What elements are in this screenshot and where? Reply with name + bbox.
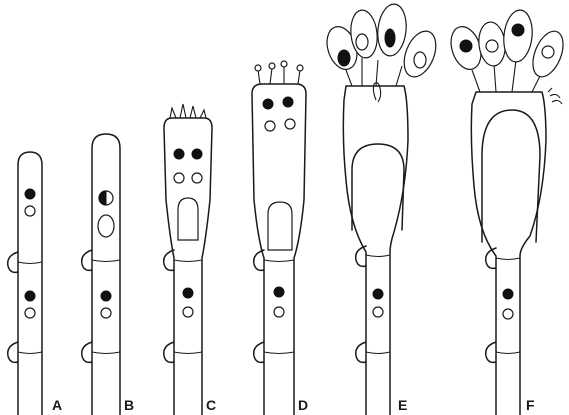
nucleus-light-d2 <box>285 119 295 129</box>
panel-d: D <box>252 61 308 415</box>
nucleus-dark-d3 <box>274 287 284 297</box>
sterigmata-d <box>258 66 300 84</box>
sterigma-tip-d1 <box>255 65 261 71</box>
septum-c2 <box>174 352 202 354</box>
spore-nucleus-f4 <box>542 46 554 58</box>
clamp-connection-e2 <box>356 342 366 362</box>
septum-d1 <box>264 260 294 262</box>
spore-nucleus-e3 <box>385 29 395 47</box>
nucleus-light-c1 <box>174 173 184 183</box>
nucleus-dark-c1 <box>174 149 184 159</box>
spore-nucleus-f2 <box>486 40 498 52</box>
sterigma-tip-d4 <box>297 65 303 71</box>
nucleus-light-a2 <box>25 308 35 318</box>
vacuole-b <box>98 215 114 237</box>
sterigma-tip-d3 <box>281 61 287 67</box>
septum-d2 <box>264 352 294 354</box>
nucleus-dark-d2 <box>283 97 293 107</box>
clamp-connection-f2 <box>486 342 496 362</box>
panel-f: F <box>446 9 569 415</box>
nucleus-light-f <box>503 309 513 319</box>
clamp-connection-c2 <box>164 342 174 362</box>
septum-e2 <box>366 352 390 354</box>
nucleus-dark-a2 <box>25 291 35 301</box>
nucleus-light-a1 <box>25 206 35 216</box>
nucleus-light-c3 <box>183 307 193 317</box>
nucleus-dark-b <box>101 291 111 301</box>
clamp-connection-b2 <box>82 342 92 362</box>
nucleus-dark-e <box>373 289 383 299</box>
vacuole-c <box>178 198 198 240</box>
nucleus-dark-d1 <box>263 99 273 109</box>
clamp-connection-d2 <box>254 342 264 362</box>
nucleus-light-d1 <box>265 121 275 131</box>
spore-nucleus-e1 <box>338 50 350 66</box>
panel-label-f: F <box>526 397 535 413</box>
nucleus-dark-c3 <box>183 288 193 298</box>
panel-c: C <box>164 104 216 415</box>
sterigmata-f <box>472 60 542 92</box>
nucleus-light-d3 <box>274 307 284 317</box>
clamp-connection-a1 <box>8 252 18 272</box>
clamp-connection-a2 <box>8 342 18 362</box>
spore-nucleus-e2 <box>356 34 368 50</box>
hypha-outline-b <box>92 134 120 415</box>
discharge-droplet-f <box>548 88 562 104</box>
sterigmata-buds-c <box>170 104 206 118</box>
panel-a: A <box>8 152 62 415</box>
vacuole-e <box>352 144 404 230</box>
nucleus-dark-a1 <box>25 189 35 199</box>
clamp-connection-f1 <box>486 248 496 268</box>
panel-b: B <box>82 134 134 415</box>
nucleus-light-e <box>373 307 383 317</box>
nucleus-light-c2 <box>192 173 202 183</box>
spore-nucleus-f1 <box>460 40 472 52</box>
panel-label-c: C <box>206 397 216 413</box>
septum-f2 <box>496 352 520 354</box>
septum-a1 <box>18 262 42 264</box>
septum-b2 <box>92 352 120 354</box>
nucleus-dark-c2 <box>192 149 202 159</box>
vacuole-d <box>268 202 292 250</box>
septum-e1 <box>366 255 390 257</box>
nucleus-dark-f <box>503 289 513 299</box>
panel-label-d: D <box>298 397 308 413</box>
septum-c1 <box>174 260 202 262</box>
panel-label-e: E <box>398 397 407 413</box>
panel-label-b: B <box>124 397 134 413</box>
septum-f1 <box>496 258 520 260</box>
septum-b1 <box>92 260 120 262</box>
sterigma-tip-d2 <box>269 63 275 69</box>
nucleus-light-b <box>101 308 111 318</box>
vacuole-f <box>482 110 540 242</box>
basidium-outline-c <box>164 118 212 415</box>
spore-nucleus-f3 <box>512 24 524 36</box>
fusion-nucleus-half-b <box>99 191 106 205</box>
spore-nucleus-e4 <box>414 52 426 68</box>
basidium-outline-e <box>343 86 408 415</box>
septum-a2 <box>18 352 42 354</box>
clamp-connection-b1 <box>82 250 92 270</box>
panel-e: E <box>322 3 442 415</box>
panel-label-a: A <box>52 397 62 413</box>
